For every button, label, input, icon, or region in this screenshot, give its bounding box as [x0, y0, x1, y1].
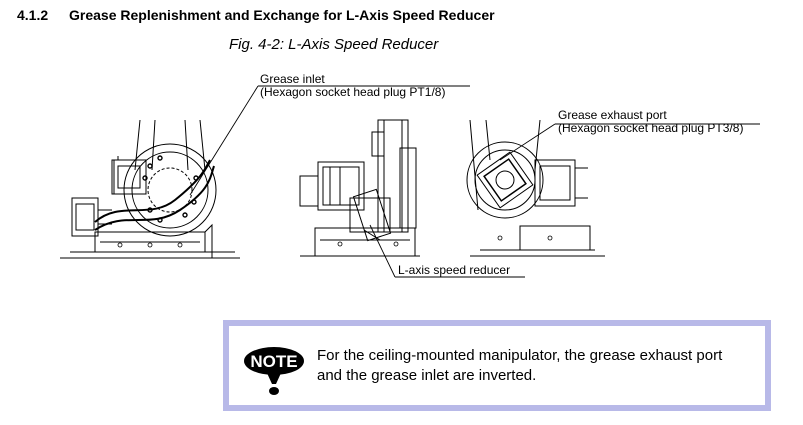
section-heading: 4.1.2 Grease Replenishment and Exchange f… [17, 7, 495, 23]
note-icon-label: NOTE [250, 352, 297, 371]
grease-exhaust-label: Grease exhaust port [558, 108, 667, 122]
figure-caption: Fig. 4-2: L-Axis Speed Reducer [229, 36, 439, 53]
l-axis-reducer-figure: Grease inlet (Hexagon socket head plug P… [0, 60, 803, 290]
l-axis-reducer-label: L-axis speed reducer [398, 263, 511, 277]
callout-grease-inlet: Grease inlet (Hexagon socket head plug P… [260, 73, 445, 99]
note-box: NOTE For the ceiling-mounted manipulator… [223, 320, 771, 411]
note-text: For the ceiling-mounted manipulator, the… [317, 347, 723, 384]
callout-grease-exhaust: Grease exhaust port (Hexagon socket head… [558, 109, 743, 135]
note-icon: NOTE [243, 346, 305, 398]
section-title: Grease Replenishment and Exchange for L-… [69, 7, 495, 23]
left-view-drawing [60, 119, 240, 259]
grease-inlet-detail: (Hexagon socket head plug PT1/8) [260, 85, 446, 99]
note-content: NOTE For the ceiling-mounted manipulator… [229, 326, 765, 405]
grease-inlet-label: Grease inlet [260, 72, 325, 86]
callout-l-axis-reducer: L-axis speed reducer [398, 264, 510, 277]
middle-view-drawing [299, 119, 420, 257]
right-view-drawing [466, 119, 605, 257]
grease-exhaust-detail: (Hexagon socket head plug PT3/8) [558, 121, 744, 135]
section-number: 4.1.2 [17, 7, 49, 23]
